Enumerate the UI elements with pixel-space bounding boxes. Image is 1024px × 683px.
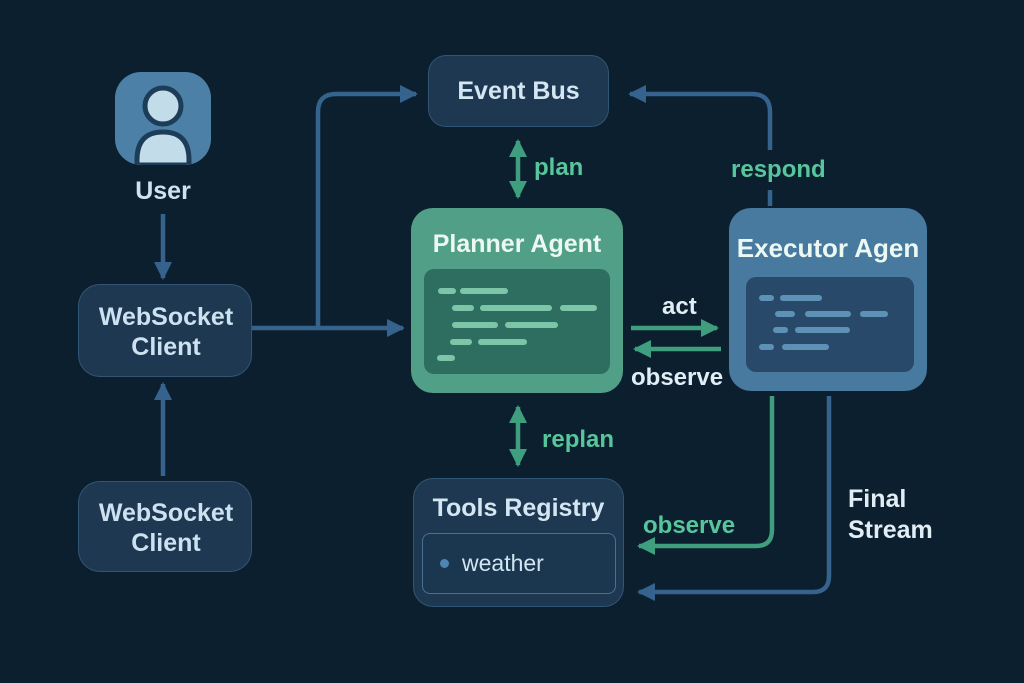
websocket-client-bottom-label: WebSocket Client: [98, 498, 234, 557]
tool-bullet-icon: [440, 559, 449, 568]
user-label: User: [135, 177, 191, 205]
planner-code-panel: [424, 269, 610, 374]
edge-label-respond: respond: [731, 156, 826, 183]
edge-label-final-stream: Final Stream: [848, 485, 933, 544]
user-icon: [115, 72, 211, 165]
edge-label-act: act: [662, 293, 697, 320]
event-bus-label: Event Bus: [457, 76, 580, 105]
event-bus-node: Event Bus: [428, 55, 609, 127]
tools-registry-node: Tools Registry weather: [413, 478, 624, 607]
edge-respond-upper: [628, 85, 773, 150]
planner-agent-label: Planner Agent: [432, 230, 602, 258]
edge-websocket-to-eventbus: [315, 85, 418, 328]
tools-registry-label: Tools Registry: [432, 494, 605, 522]
edge-final-stream: [637, 396, 832, 601]
edge-label-replan: replan: [542, 426, 615, 453]
edge-label-plan: plan: [534, 154, 584, 181]
executor-code-panel: [746, 277, 914, 372]
websocket-client-top-label: WebSocket Client: [98, 302, 234, 361]
tool-item-weather-label: weather: [462, 550, 544, 576]
edge-label-observe-planner: observe: [631, 364, 724, 391]
websocket-client-top-node: WebSocket Client: [78, 284, 252, 377]
planner-agent-node: Planner Agent: [411, 208, 623, 393]
websocket-client-bottom-node: WebSocket Client: [78, 481, 252, 572]
edge-label-observe-tools: observe: [643, 512, 736, 539]
executor-agent-label: Executor Agen: [736, 233, 920, 263]
executor-agent-node: Executor Agen: [729, 208, 927, 391]
tool-item-weather: weather: [422, 533, 616, 594]
